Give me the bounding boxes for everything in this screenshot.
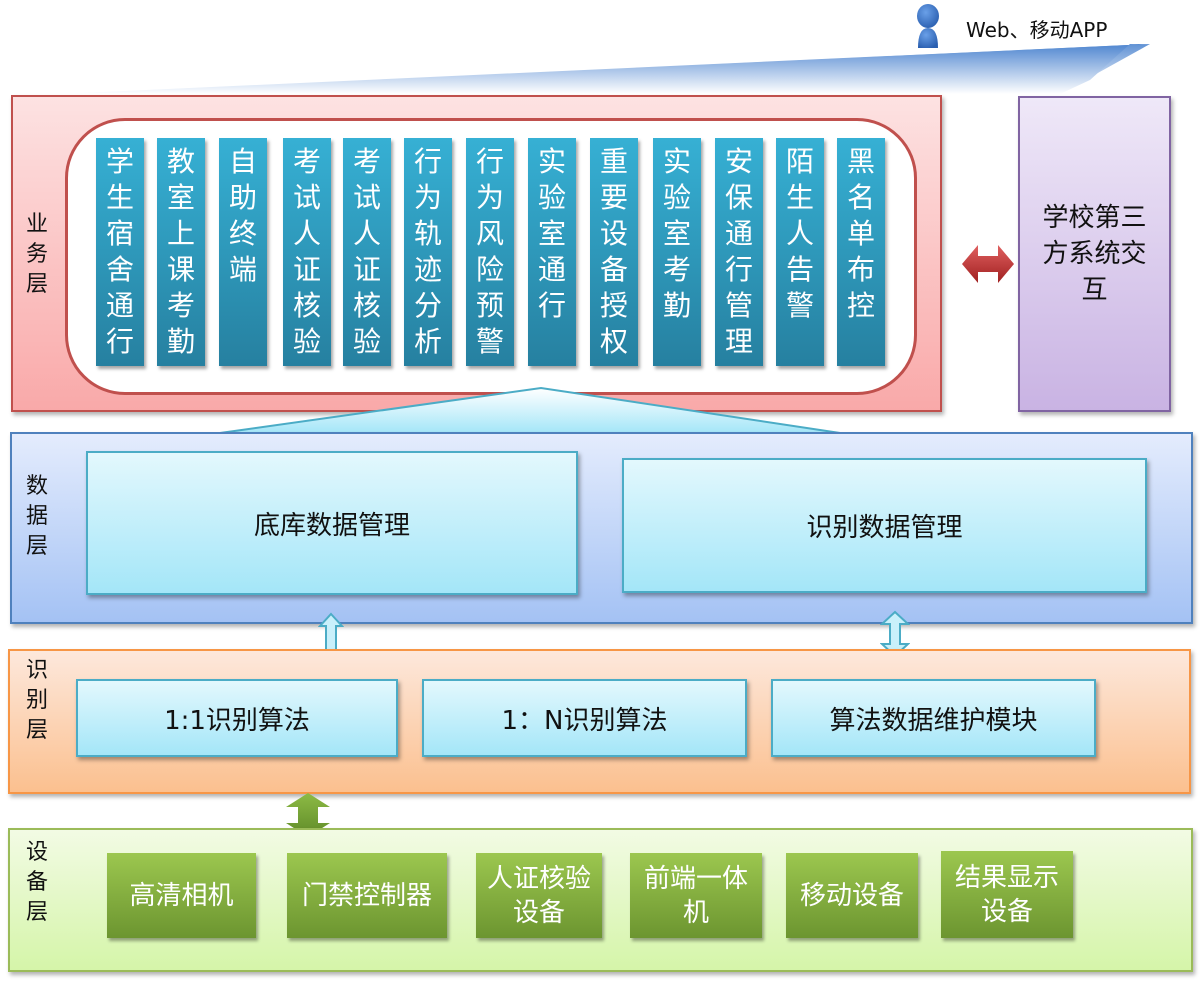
business-item: 教室上课考勤 bbox=[157, 138, 205, 366]
device-item: 高清相机 bbox=[107, 853, 256, 938]
recognition-module: 1：N识别算法 bbox=[422, 679, 747, 757]
business-item: 行为轨迹分析 bbox=[404, 138, 452, 366]
data-module: 识别数据管理 bbox=[622, 458, 1147, 593]
third-party-system: 学校第三方系统交互 bbox=[1018, 96, 1171, 412]
device-layer-label: 设备层 bbox=[25, 840, 48, 925]
business-data-connector bbox=[219, 386, 841, 434]
recognition-layer-label: 识别层 bbox=[25, 658, 48, 743]
business-item: 黑名单布控 bbox=[837, 138, 885, 366]
up-arrow-icon bbox=[318, 612, 344, 651]
device-item: 门禁控制器 bbox=[287, 853, 447, 938]
device-item: 人证核验设备 bbox=[476, 853, 602, 938]
data-module: 底库数据管理 bbox=[86, 451, 578, 595]
bidirectional-vertical-arrow-icon bbox=[286, 793, 330, 837]
business-item: 陌生人告警 bbox=[776, 138, 824, 366]
bidirectional-arrow-icon bbox=[962, 245, 1014, 283]
business-item: 行为风险预警 bbox=[466, 138, 514, 366]
business-item: 重要设备授权 bbox=[590, 138, 638, 366]
data-layer-label: 数据层 bbox=[25, 474, 48, 559]
device-item: 前端一体机 bbox=[630, 853, 762, 938]
client-access-wedge bbox=[60, 44, 1150, 94]
business-item: 学生宿舍通行 bbox=[96, 138, 144, 366]
device-item: 移动设备 bbox=[786, 853, 918, 938]
business-item: 考试人证核验 bbox=[343, 138, 391, 366]
recognition-module: 算法数据维护模块 bbox=[771, 679, 1096, 757]
business-item: 安保通行管理 bbox=[715, 138, 763, 366]
business-item: 自助终端 bbox=[219, 138, 267, 366]
client-label: Web、移动APP bbox=[966, 18, 1108, 42]
device-item: 结果显示设备 bbox=[941, 851, 1073, 938]
business-item: 实验室考勤 bbox=[653, 138, 701, 366]
recognition-module: 1:1识别算法 bbox=[76, 679, 398, 757]
business-layer-label: 业务层 bbox=[25, 212, 48, 297]
business-item: 考试人证核验 bbox=[283, 138, 331, 366]
user-icon bbox=[917, 4, 939, 48]
business-item: 实验室通行 bbox=[528, 138, 576, 366]
